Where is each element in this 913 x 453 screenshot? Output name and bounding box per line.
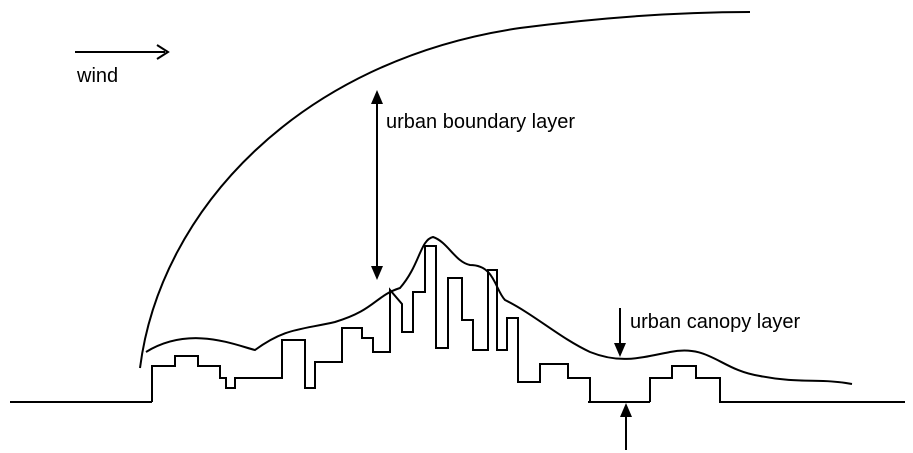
urban-canopy-layer-line (145, 235, 853, 385)
urban-canopy-layer-label: urban canopy layer (630, 311, 800, 333)
wind-arrow (75, 44, 170, 60)
urban-boundary-layer-dome (139, 11, 751, 369)
canopy-layer-down-arrow (614, 308, 626, 357)
city-skyline (151, 245, 722, 403)
urban-boundary-layer-label: urban boundary layer (386, 111, 575, 133)
wind-label: wind (76, 65, 118, 87)
boundary-layer-height-arrow (371, 90, 383, 280)
canopy-layer-up-arrow (620, 403, 632, 450)
